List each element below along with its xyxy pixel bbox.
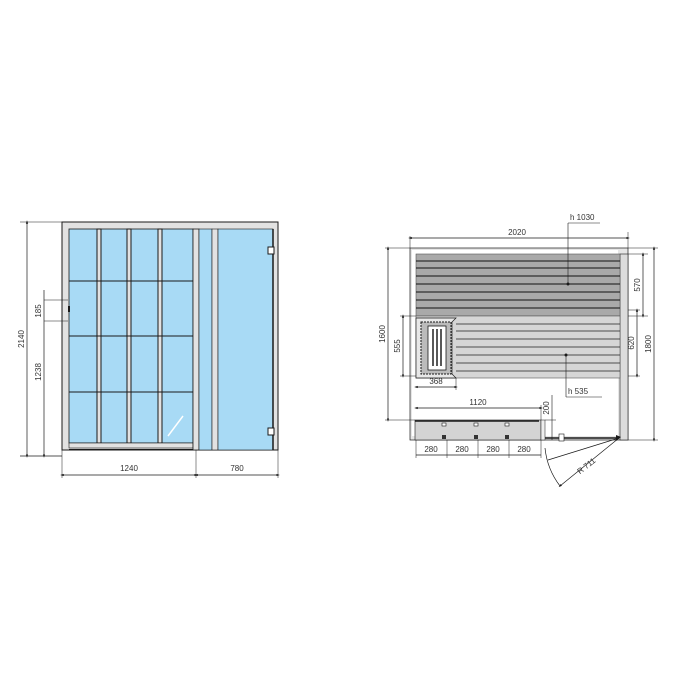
dim-rail-segment: 280	[455, 445, 469, 454]
dim-total-depth: 1600	[378, 325, 387, 343]
dim-handle-span: 185	[34, 304, 43, 318]
glass-reflection-icon	[167, 415, 184, 437]
side-glass	[198, 228, 213, 451]
floor-rail	[414, 419, 546, 441]
label-lower-bench-height: h 535	[568, 387, 589, 396]
dim-heater-width: 368	[429, 377, 443, 386]
upper-bench	[415, 253, 621, 317]
floor-plan: R 711 h 1030 h 535 2020 1600 555 368	[378, 213, 658, 488]
dim-rail-offset: 200	[542, 401, 551, 415]
dim-upper-bench-depth: 570	[633, 278, 642, 292]
dim-handle-height: 1238	[34, 363, 43, 381]
hinge-icon	[267, 246, 275, 255]
door-handle-icon	[68, 306, 70, 312]
dim-door-radius: R 711	[576, 456, 598, 476]
glass-door[interactable]	[217, 228, 274, 451]
heater-icon	[415, 317, 457, 379]
dim-outer-depth: 1800	[644, 335, 653, 353]
center-post	[192, 228, 200, 451]
dim-lower-bench-depth: 620	[627, 336, 636, 350]
dim-total-height: 2140	[17, 330, 26, 348]
dim-floor-rail-width: 1120	[469, 398, 487, 407]
dim-heater-depth: 555	[393, 339, 402, 353]
door-swing[interactable]: R 711	[544, 433, 621, 488]
dim-rail-segment: 280	[424, 445, 438, 454]
dim-total-width: 2020	[508, 228, 526, 237]
dim-rail-segment: 280	[486, 445, 500, 454]
dim-right-width: 780	[230, 464, 244, 473]
hinge-icon	[267, 427, 275, 436]
dim-left-width: 1240	[120, 464, 138, 473]
front-elevation: 2140 185 1238 1240 780	[17, 220, 280, 478]
dim-rail-segment: 280	[517, 445, 531, 454]
label-upper-bench-height: h 1030	[570, 213, 595, 222]
